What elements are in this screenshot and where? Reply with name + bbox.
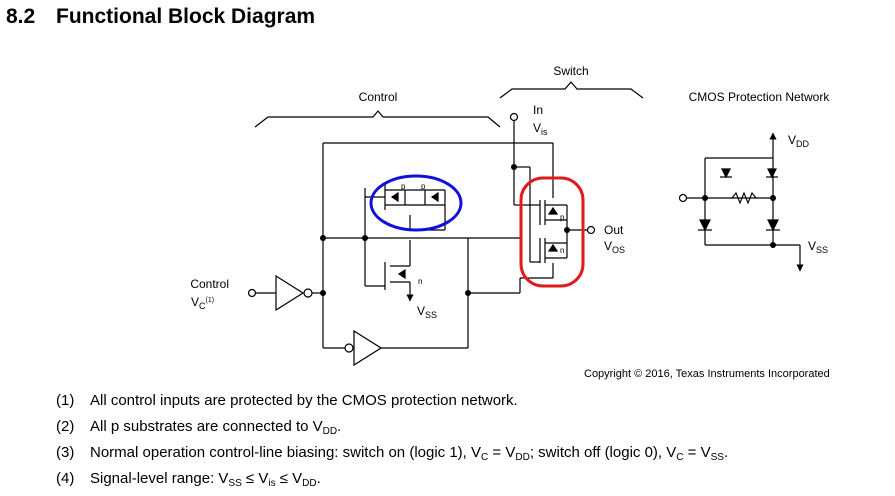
footnote-4: (4)Signal-level range: VSS ≤ Vis ≤ VDD. (56, 470, 321, 489)
vos-label: VOS (604, 239, 625, 255)
footnote-2: (2)All p substrates are connected to VDD… (56, 418, 342, 437)
inverter-2 (353, 329, 383, 367)
vis-label: Vis (533, 121, 548, 137)
copyright-text: Copyright © 2016, Texas Instruments Inco… (584, 368, 830, 380)
vdd-label: VDD (788, 133, 810, 149)
section-number: 8.2 (6, 5, 36, 28)
vss-label-cmos: VSS (808, 239, 828, 255)
vc-label: VC(1) (191, 295, 214, 311)
in-terminal (509, 112, 519, 122)
switch-brace (499, 81, 644, 99)
footnote-3: (3)Normal operation control-line biasing… (56, 444, 729, 463)
vss-label-control: VSS (417, 304, 437, 320)
footnote-1: (1)All control inputs are protected by t… (56, 392, 518, 409)
control-terminal (247, 288, 257, 298)
control-input-label: Control (190, 277, 229, 291)
section-title: Functional Block Diagram (56, 5, 316, 28)
out-terminal (586, 225, 596, 235)
blue-highlight (369, 174, 463, 232)
nmos-label-switch: n (560, 246, 564, 255)
inverter-1 (275, 274, 305, 312)
pmos-label-2: p (421, 182, 426, 191)
control-section-label: Control (359, 90, 398, 104)
red-highlight (519, 176, 585, 288)
nmos-label-control: n (418, 277, 422, 286)
cmos-network-label: CMOS Protection Network (689, 90, 831, 104)
section-heading: 8.2 Functional Block Diagram (6, 5, 315, 29)
out-label: Out (604, 223, 624, 237)
switch-label: Switch (553, 64, 588, 78)
pmos-label-1: p (401, 182, 406, 191)
control-brace (254, 110, 501, 128)
pmos-label-switch: p (560, 213, 565, 222)
in-label: In (533, 103, 543, 117)
footnotes: (1)All control inputs are protected by t… (56, 392, 728, 496)
